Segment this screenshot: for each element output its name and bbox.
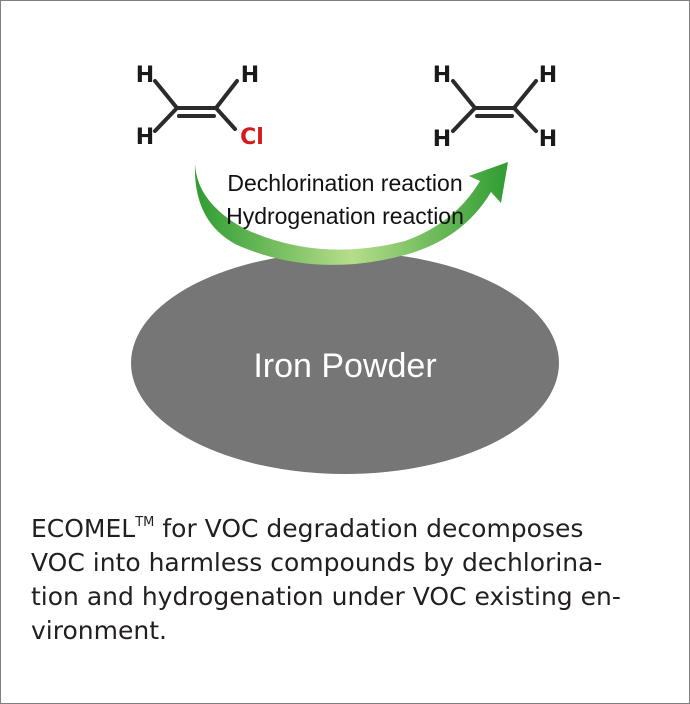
bond [512,106,538,133]
chlorine-atom: Cl [240,125,264,150]
bond [214,79,239,110]
bond [214,106,237,131]
bond [153,79,179,110]
bond [451,106,477,133]
vinyl-chloride-molecule: H H H Cl [136,63,264,150]
hydrogen-atom: H [241,63,259,88]
iron-powder-label: Iron Powder [253,347,436,385]
hydrogen-atom: H [433,127,451,152]
ethylene-molecule: H H H H [433,63,557,152]
trademark-mark: TM [135,515,155,530]
dechlorination-label: Dechlorination reaction [227,170,462,196]
hydrogen-atom: H [539,63,557,88]
reaction-arrow [194,162,509,265]
iron-powder-ellipse [131,252,559,474]
caption-line-4: vironment. [31,616,167,645]
description-caption: ECOMELTM for VOC degradation decomposes … [31,506,663,648]
bond [153,106,179,133]
hydrogen-atom: H [539,127,557,152]
bond [512,79,538,110]
caption-line-1-text: for VOC degradation decomposes [154,514,584,543]
caption-line-1: ECOMELTM for VOC degradation decomposes [31,506,663,546]
caption-line-2: VOC into harmless compounds by dechlorin… [31,548,603,577]
hydrogen-atom: H [433,63,451,88]
hydrogen-atom: H [136,125,154,150]
hydrogenation-label: Hydrogenation reaction [226,203,464,229]
brand-name: ECOMEL [31,514,136,543]
hydrogen-atom: H [136,63,154,88]
caption-line-3: tion and hydrogenation under VOC existin… [31,582,621,611]
reaction-diagram: Iron Powder Dechlorination reaction Hydr… [131,63,559,474]
bond [451,79,477,110]
